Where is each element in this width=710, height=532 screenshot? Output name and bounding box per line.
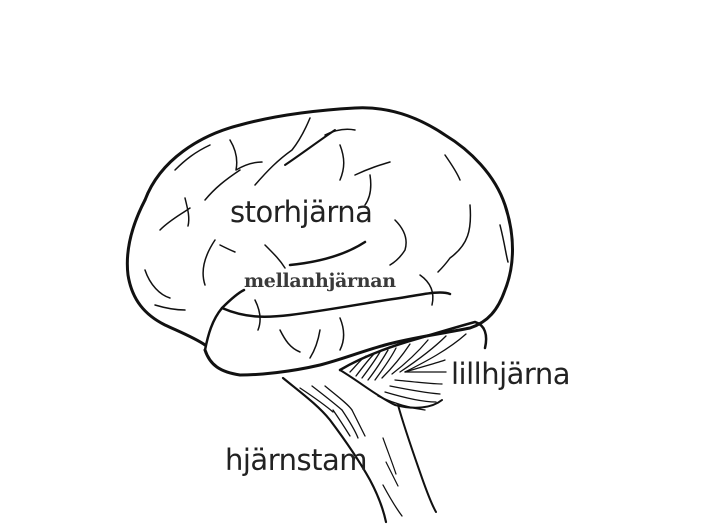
cerebellum-drawing [338, 320, 488, 411]
label-brainstem: hjärnstam [225, 443, 368, 477]
brainstem-drawing [281, 376, 437, 524]
label-diencephalon: mellanhjärnan [244, 270, 396, 292]
label-cerebellum: lillhjärna [451, 357, 571, 391]
label-cerebrum: storhjärna [230, 195, 373, 229]
cerebrum-drawing [125, 106, 514, 377]
